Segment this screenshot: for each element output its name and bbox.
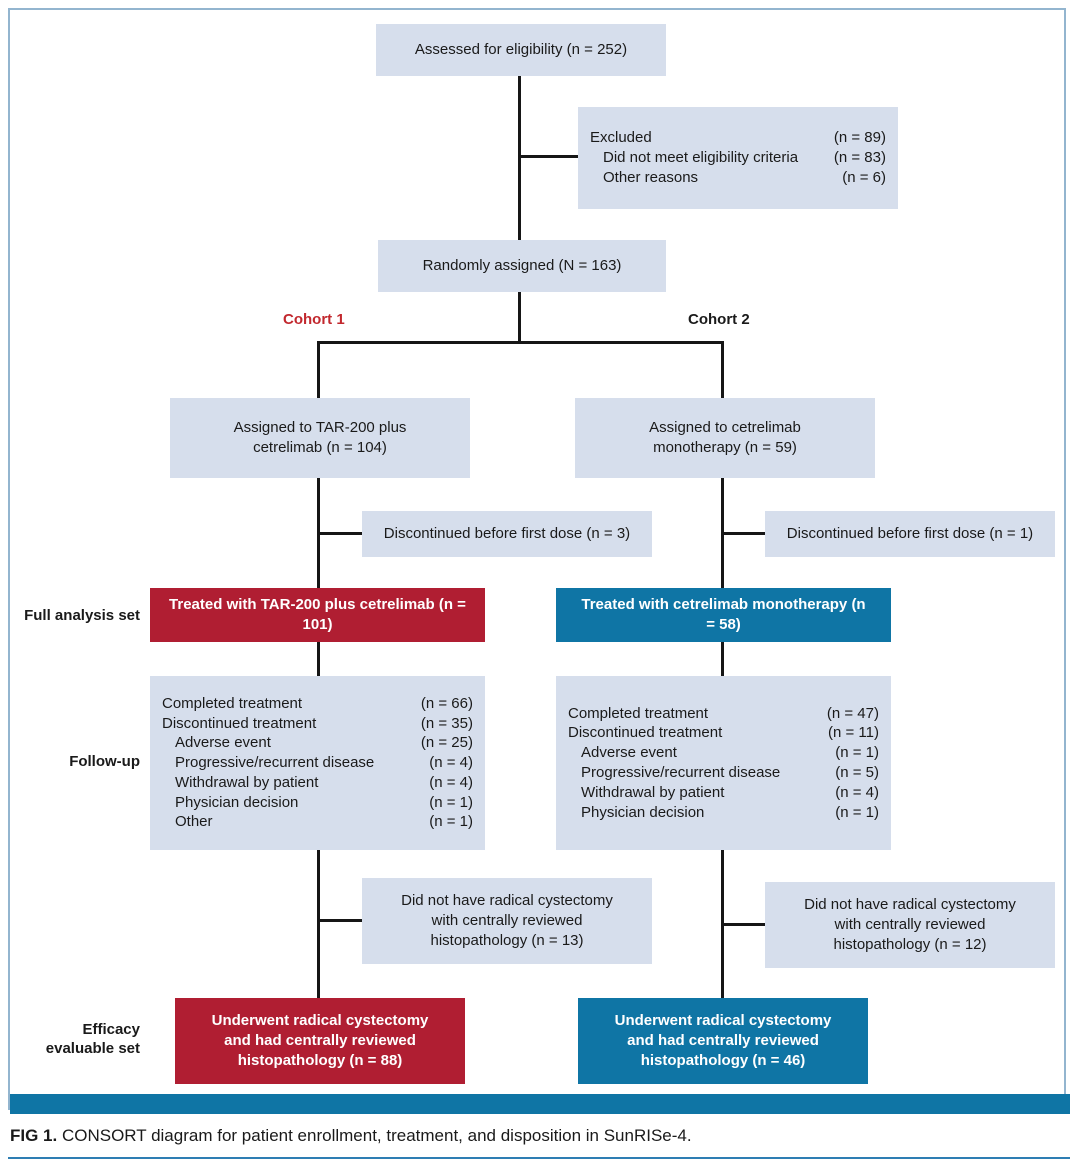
connector-discontinued-left [317,532,362,535]
connector-treated-followup-left [317,642,320,676]
bottom-accent-bar [10,1094,1070,1114]
full-analysis-set-label: Full analysis set [24,607,140,624]
box-followup-right: Completed treatment(n = 47) Discontinued… [556,676,891,850]
followup-row: Completed treatment(n = 66) [162,694,473,712]
box-treated-cetrelimab: Treated with cetrelimab monotherapy (n =… [556,588,891,642]
box-randomly-assigned: Randomly assigned (N = 163) [378,240,666,292]
box-assigned-cetrelimab: Assigned to cetrelimab monotherapy (n = … [575,398,875,478]
followup-row: Adverse event(n = 1) [581,744,879,762]
followup-row: Withdrawal by patient(n = 4) [581,783,879,801]
connector-nocystectomy-left [317,919,362,922]
excluded-row: Did not meet eligibility criteria(n = 83… [603,149,886,167]
connector-treated-followup-right [721,642,724,676]
followup-row: Physician decision(n = 1) [581,803,879,821]
followup-row: Progressive/recurrent disease(n = 5) [581,764,879,781]
connector-split-right [721,341,724,398]
bottom-rule [8,1157,1070,1159]
connector-nocystectomy-right [721,923,765,926]
cohort-1-label: Cohort 1 [283,311,345,328]
connector-randomized-split [518,292,521,344]
followup-row: Discontinued treatment(n = 35) [162,714,473,732]
box-no-cystectomy-left: Did not have radical cystectomy with cen… [362,878,652,964]
connector-excluded [519,155,578,158]
box-efficacy-left: Underwent radical cystectomy and had cen… [175,998,465,1084]
connector-split-left [317,341,320,398]
followup-row: Completed treatment(n = 47) [568,704,879,722]
box-assessed-eligibility: Assessed for eligibility (n = 252) [376,24,666,76]
box-efficacy-right: Underwent radical cystectomy and had cen… [578,998,868,1084]
box-followup-left: Completed treatment(n = 66) Discontinued… [150,676,485,850]
figure-caption-text: CONSORT diagram for patient enrollment, … [61,1126,692,1145]
followup-row: Progressive/recurrent disease(n = 4) [175,754,473,772]
connector-discontinued-right [721,532,765,535]
excluded-row: Other reasons(n = 6) [603,168,886,186]
box-assigned-tar200: Assigned to TAR-200 plus cetrelimab (n =… [170,398,470,478]
connector-split-horizontal [317,341,724,344]
box-discontinued-right: Discontinued before first dose (n = 1) [765,511,1055,557]
box-treated-tar200: Treated with TAR-200 plus cetrelimab (n … [150,588,485,642]
excluded-row: Excluded(n = 89) [590,129,886,147]
figure-caption: FIG 1. CONSORT diagram for patient enrol… [10,1126,1070,1146]
cohort-2-label: Cohort 2 [688,311,750,328]
followup-row: Physician decision(n = 1) [175,793,473,811]
box-discontinued-left: Discontinued before first dose (n = 3) [362,511,652,557]
figure-number: FIG 1. [10,1126,58,1145]
followup-row: Other(n = 1) [175,813,473,831]
followup-label: Follow-up [69,753,140,770]
followup-row: Withdrawal by patient(n = 4) [175,773,473,791]
efficacy-evaluable-set-label: Efficacy evaluable set [45,1021,140,1057]
box-excluded: Excluded(n = 89) Did not meet eligibilit… [578,107,898,209]
followup-row: Adverse event(n = 25) [175,734,473,752]
followup-row: Discontinued treatment(n = 11) [568,724,879,742]
connector-followup-efficacy-left [317,850,320,998]
box-no-cystectomy-right: Did not have radical cystectomy with cen… [765,882,1055,968]
connector-assessed-randomized [518,76,521,241]
